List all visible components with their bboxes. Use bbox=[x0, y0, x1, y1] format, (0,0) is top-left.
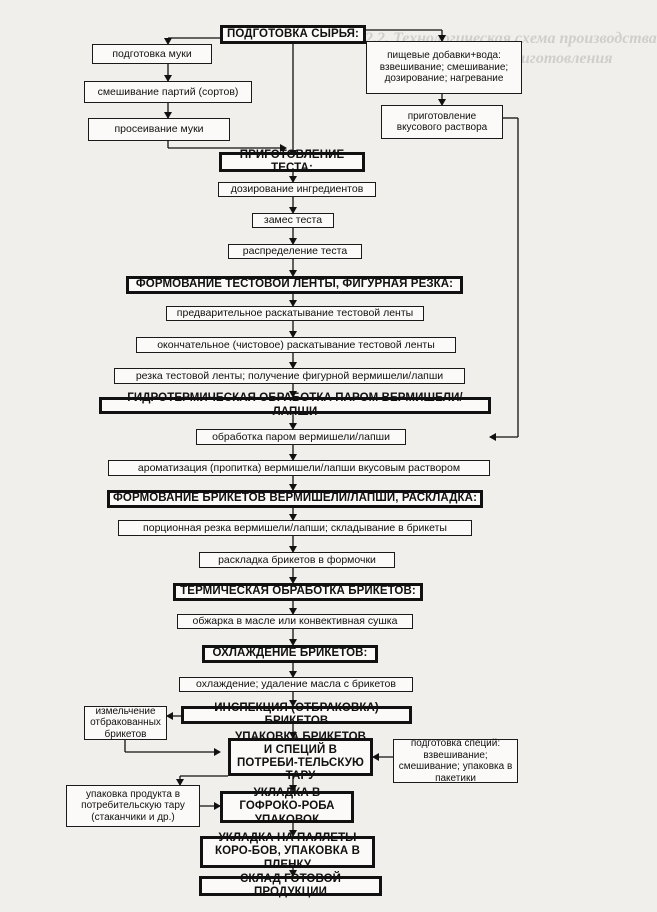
stage-dough-preparation: ПРИГОТОВЛЕНИЕ ТЕСТА: bbox=[219, 149, 365, 174]
laying-in-molds-step: раскладка брикетов в формочки bbox=[199, 552, 395, 568]
stage-briquette-cooling: ОХЛАЖДЕНИЕ БРИКЕТОВ: bbox=[202, 645, 378, 663]
flour-prep-step: подготовка муки bbox=[92, 44, 212, 64]
rejected-grinding-step: измельчение отбракованных брикетов bbox=[84, 706, 167, 740]
stage-finished-goods-warehouse: СКЛАД ГОТОВОЙ ПРОДУКЦИИ bbox=[199, 873, 382, 898]
sheet-cutting-step: резка тестовой ленты; получение фигурной… bbox=[114, 368, 465, 384]
stage-dough-sheet-forming: ФОРМОВАНИЕ ТЕСТОВОЙ ЛЕНТЫ, ФИГУРНАЯ РЕЗК… bbox=[126, 276, 463, 294]
flow-connectors bbox=[124, 29, 519, 877]
stage-steam-treatment: ГИДРОТЕРМИЧЕСКАЯ ОБРАБОТКА ПАРОМ ВЕРМИШЕ… bbox=[99, 392, 491, 418]
stage-briquette-inspection: ИНСПЕКЦИЯ (ОТБРАКОВКА) БРИКЕТОВ bbox=[181, 702, 412, 727]
portion-cutting-step: порционная резка вермишели/лапши; склады… bbox=[118, 520, 472, 536]
additives-water-step: пищевые добавки+вода: взвешивание; смеши… bbox=[366, 41, 522, 94]
spices-prep-step: подготовка специй: взвешивание; смешиван… bbox=[393, 738, 518, 784]
ingredient-dosing-step: дозирование ингредиентов bbox=[218, 182, 376, 197]
stage-palletizing: УКЛАДКА НА ПАЛЛЕТЫ КОРО-БОВ, УПАКОВКА В … bbox=[200, 832, 375, 871]
stage-consumer-packaging: УПАКОВКА БРИКЕТОВ И СПЕЦИЙ В ПОТРЕБИ-ТЕЛ… bbox=[228, 731, 373, 782]
stage-corrugated-boxing: УКЛАДКА В ГОФРОКО-РОБА УПАКОВОК bbox=[220, 787, 354, 826]
stage-thermal-treatment: ТЕРМИЧЕСКАЯ ОБРАБОТКА БРИКЕТОВ: bbox=[173, 583, 423, 601]
steaming-step: обработка паром вермишели/лапши bbox=[196, 429, 406, 445]
flavor-solution-step: приготовление вкусового раствора bbox=[381, 105, 503, 139]
stage-briquette-forming: ФОРМОВАНИЕ БРИКЕТОВ ВЕРМИШЕЛИ/ЛАПШИ, РАС… bbox=[107, 490, 483, 508]
batch-mixing-step: смешивание партий (сортов) bbox=[84, 81, 252, 103]
cooling-step: охлаждение; удаление масла с брикетов bbox=[179, 677, 413, 692]
flavoring-step: ароматизация (пропитка) вермишели/лапши … bbox=[108, 460, 490, 476]
final-rolling-step: окончательное (чистовое) раскатывание те… bbox=[136, 337, 456, 353]
stage-raw-materials-prep: ПОДГОТОВКА СЫРЬЯ: bbox=[220, 25, 366, 44]
frying-drying-step: обжарка в масле или конвективная сушка bbox=[177, 614, 413, 629]
pre-rolling-step: предварительное раскатывание тестовой ле… bbox=[166, 306, 424, 321]
dough-distribution-step: распределение теста bbox=[228, 244, 362, 259]
consumer-pack-step: упаковка продукта в потребительскую тару… bbox=[66, 785, 200, 827]
flour-sifting-step: просеивание муки bbox=[88, 118, 230, 141]
dough-kneading-step: замес теста bbox=[252, 213, 334, 228]
